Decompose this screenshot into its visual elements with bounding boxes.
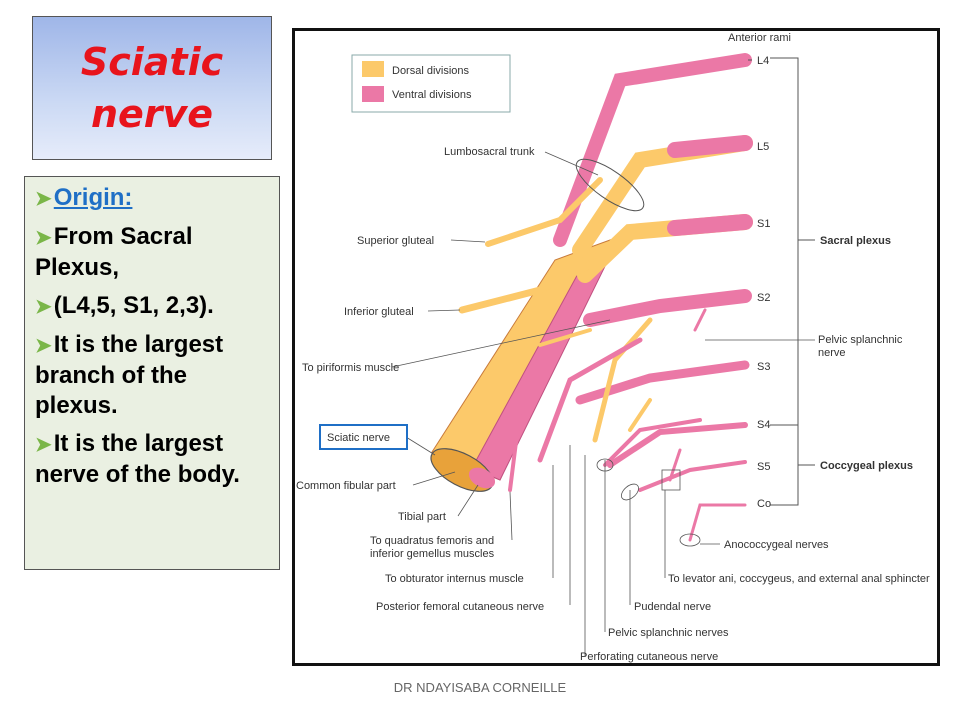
bullet-sacral-plexus: ➤From Sacral Plexus, [35, 223, 193, 281]
root-label-l4: L4 [757, 55, 769, 67]
plexus-svg: Dorsal divisions Ventral divisions [296, 32, 930, 663]
right-labels: Pelvic splanchnic nerve Anococcygeal ner… [580, 334, 930, 663]
pelvic-splanchnic-label-2: nerve [818, 347, 846, 359]
title-box: Sciatic nerve [32, 16, 272, 160]
arrow-bullet-icon: ➤ [35, 227, 52, 249]
sciatic-nerve-callout: Sciatic nerve [319, 424, 408, 450]
root-brackets [748, 57, 815, 506]
inferior-gluteal-label: Inferior gluteal [344, 306, 414, 318]
root-label-s4: S4 [757, 419, 770, 431]
arrow-bullet-icon: ➤ [35, 296, 52, 318]
bullet-roots: ➤(L4,5, S1, 2,3). [35, 292, 214, 319]
left-labels: Lumbosacral trunk Superior gluteal Infer… [296, 146, 544, 613]
arrow-bullet-icon: ➤ [35, 335, 52, 357]
root-labels: Anterior rami L4 L5 S1 S2 S3 S4 S5 Co [728, 32, 791, 510]
title-line-1: Sciatic [80, 40, 224, 84]
root-label-l5: L5 [757, 141, 769, 153]
perforating-label: Perforating cutaneous nerve [580, 651, 718, 663]
legend-ventral-swatch [362, 86, 384, 102]
slide-title: Sciatic nerve [81, 36, 223, 140]
quadratus-label-2: inferior gemellus muscles [370, 548, 495, 560]
coccygeal-plexus-label: Coccygeal plexus [820, 460, 913, 472]
leader-lines [391, 151, 815, 656]
footer-author: DR NDAYISABA CORNEILLE [393, 680, 567, 695]
pelvic-splanchnic-label-1: Pelvic splanchnic [818, 334, 903, 346]
quadratus-label-1: To quadratus femoris and [370, 535, 494, 547]
anterior-rami-label: Anterior rami [728, 32, 791, 44]
nerve-branches [458, 177, 707, 492]
root-label-s3: S3 [757, 361, 770, 373]
legend-dorsal-label: Dorsal divisions [392, 65, 470, 77]
root-label-s1: S1 [757, 218, 770, 230]
piriformis-label: To piriformis muscle [302, 362, 399, 374]
sciatic-nerve-label: Sciatic nerve [327, 432, 390, 444]
obturator-label: To obturator internus muscle [385, 573, 524, 585]
pelvic-splanchnic-nerves-label: Pelvic splanchnic nerves [608, 627, 729, 639]
root-label-co: Co [757, 498, 771, 510]
sacral-plexus-diagram: Dorsal divisions Ventral divisions [292, 28, 940, 666]
common-fibular-label: Common fibular part [296, 480, 396, 492]
root-label-s5: S5 [757, 461, 770, 473]
arrow-bullet-icon: ➤ [35, 188, 52, 210]
group-labels: Sacral plexus Coccygeal plexus [820, 235, 913, 472]
anococcygeal-label: Anococcygeal nerves [724, 539, 829, 551]
levator-label: To levator ani, coccygeus, and external … [668, 573, 930, 585]
title-line-2: nerve [90, 92, 214, 136]
legend-dorsal-swatch [362, 61, 384, 77]
sacral-plexus-label: Sacral plexus [820, 235, 891, 247]
bullet-largest-branch: ➤It is the largest branch of the plexus. [35, 331, 224, 419]
arrow-bullet-icon: ➤ [35, 434, 52, 456]
root-label-s2: S2 [757, 292, 770, 304]
lumbosacral-trunk-label: Lumbosacral trunk [444, 146, 535, 158]
sciatic-nerve-trunk [430, 239, 614, 492]
legend: Dorsal divisions Ventral divisions [351, 54, 511, 113]
pudendal-label: Pudendal nerve [634, 601, 711, 613]
tibial-part-label: Tibial part [398, 511, 446, 523]
superior-gluteal-label: Superior gluteal [357, 235, 434, 247]
bullet-largest-nerve: ➤It is the largest nerve of the body. [35, 430, 240, 488]
posterior-femoral-label: Posterior femoral cutaneous nerve [376, 601, 544, 613]
legend-ventral-label: Ventral divisions [392, 89, 472, 101]
bullet-origin: ➤Origin: [35, 184, 133, 211]
bullet-list: ➤Origin: ➤From Sacral Plexus, ➤(L4,5, S1… [24, 176, 280, 570]
